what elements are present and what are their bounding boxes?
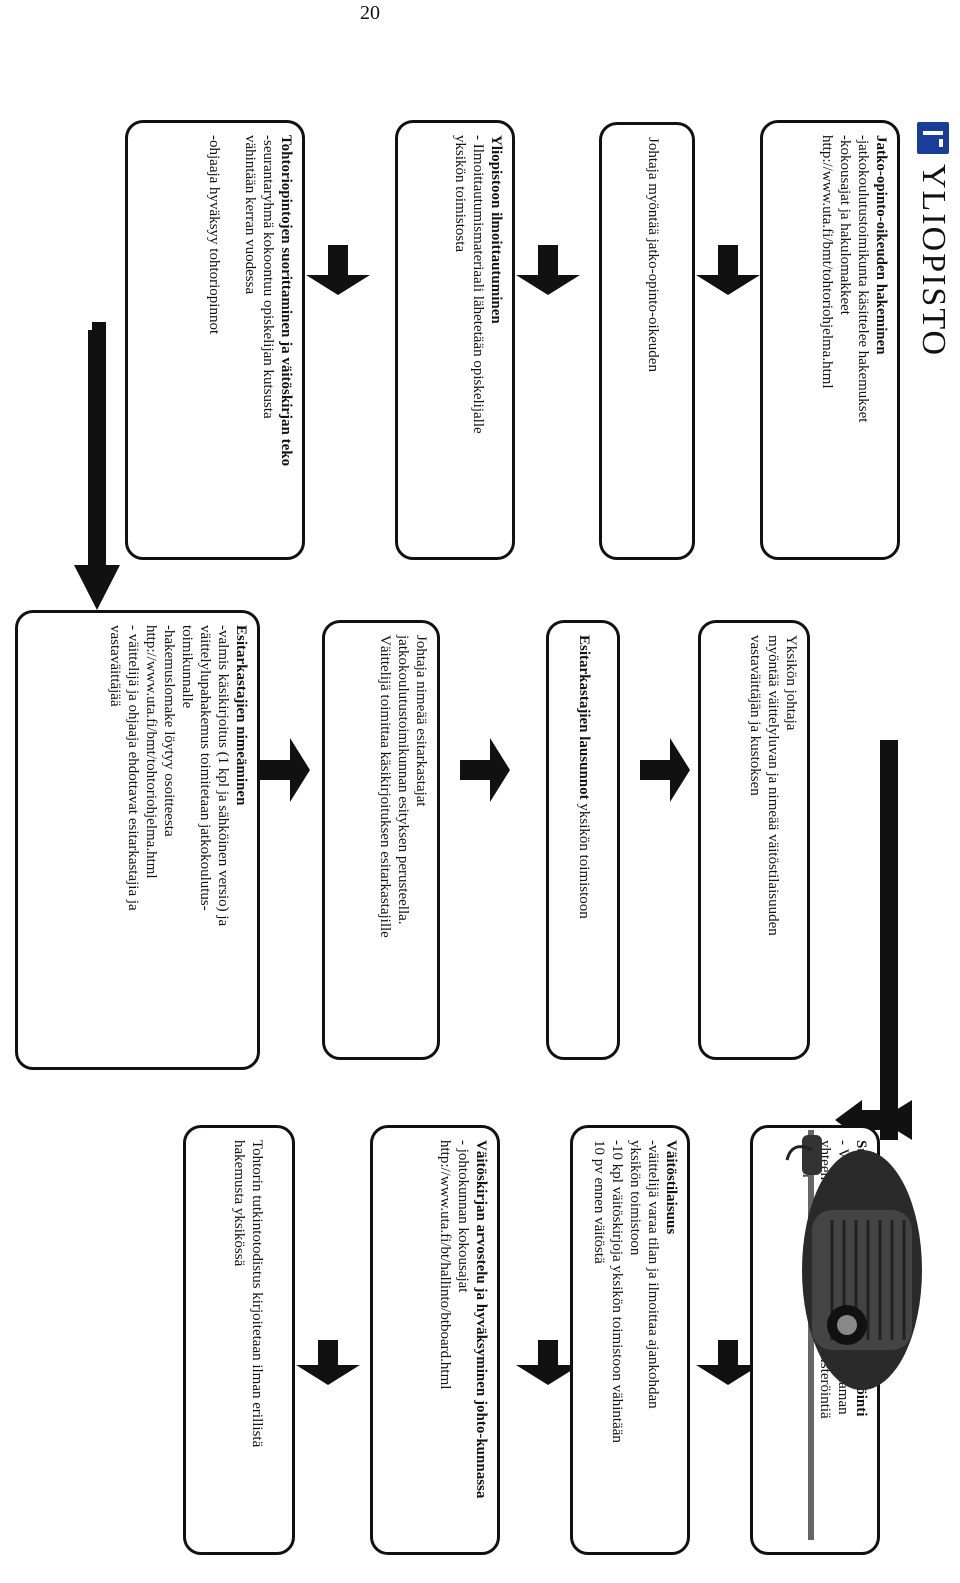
page-number: 20 bbox=[360, 2, 380, 24]
step-line: http://www.uta.fi/bmt/tohtoriohjelma.htm… bbox=[143, 625, 159, 879]
step-line: vähintään kerran vuodessa bbox=[242, 135, 258, 295]
step-line: -väittelijä varaa tilan ja ilmoittaa aja… bbox=[645, 1140, 661, 1409]
flow-step-pre-examiners-nomination: Esitarkastajien nimeäminen -valmis käsik… bbox=[15, 610, 260, 1070]
step-line: yksikön toimistosta bbox=[452, 135, 468, 253]
step-line: Tohtorin tutkintotodistus kirjoitetaan i… bbox=[249, 1140, 265, 1448]
step-line: -valmis käsikirjoitus (1 kpl ja sähköine… bbox=[215, 625, 231, 927]
arrow-9-10 bbox=[696, 1340, 760, 1385]
flow-step-pre-examiners-appointed: Johtaja nimeää esitarkastajat jatkokoulu… bbox=[322, 620, 440, 1060]
step-line: toimikunnalle bbox=[179, 625, 195, 709]
step-title: Esitarkastajien lausunnot bbox=[576, 635, 592, 800]
step-line: Väittelijä toimittaa käsikirjoituksen es… bbox=[377, 635, 393, 938]
flow-step-studies: Tohtoriopintojen suorittaminen ja väitös… bbox=[125, 120, 305, 560]
step-line bbox=[223, 135, 241, 545]
step-line: -ohjaaja hyväksyy tohtoriopinnot bbox=[206, 135, 222, 335]
step-title: Yliopistoon ilmoittautuminen bbox=[488, 135, 504, 324]
step-line: http://www.uta.fi/bt/hallinto/btboard.ht… bbox=[437, 1140, 453, 1390]
step-line: hakemusta yksikössä bbox=[231, 1140, 247, 1267]
step-line: -10 kpl väitöskirjoja yksikön toimistoon… bbox=[609, 1140, 625, 1443]
connector-1-2-b bbox=[88, 330, 106, 570]
flow-step-application: Jatko-opinto-oikeuden hakeminen -jatkoko… bbox=[760, 120, 900, 560]
step-line: Johtaja myöntää jatko-opinto-oikeuden bbox=[645, 137, 661, 372]
step-line: - väittelijä ja ohjaaja ehdottavat esita… bbox=[125, 625, 141, 911]
arrow-2-3 bbox=[516, 245, 580, 295]
arrow-10-11 bbox=[516, 1340, 580, 1385]
connector-2-3-a bbox=[880, 740, 898, 1140]
arrow-6-7 bbox=[460, 738, 510, 802]
arrow-11-12 bbox=[296, 1340, 360, 1385]
step-title: Väitöskirjan arvostelu ja hyväksyminen j… bbox=[473, 1140, 489, 1499]
step-line: 10 pv ennen väitöstä bbox=[591, 1140, 607, 1264]
step-line: yksikön toimistoon bbox=[627, 1140, 643, 1256]
flow-step-dissertation-evaluation: Väitöskirjan arvostelu ja hyväksyminen j… bbox=[370, 1125, 500, 1555]
step-title: Väitöstilaisuus bbox=[663, 1140, 679, 1235]
doctoral-hat-and-sword-icon bbox=[785, 1130, 922, 1540]
step-line: myöntää väittelyluvan ja nimeää väitösti… bbox=[765, 635, 781, 936]
arrow-1-2 bbox=[696, 245, 760, 295]
step-line: Johtaja nimeää esitarkastajat bbox=[413, 635, 429, 807]
step-line: -jatkokoulutustoimikunta käsittelee hake… bbox=[855, 135, 871, 423]
step-line: - johtokunnan kokousajat bbox=[455, 1140, 471, 1293]
arrow-7-8 bbox=[640, 738, 690, 802]
flow-step-grant: Johtaja myöntää jatko-opinto-oikeuden bbox=[599, 122, 695, 560]
step-line: jatkokoulutustoimikunnan esityksen perus… bbox=[395, 635, 411, 925]
arrow-5-6 bbox=[260, 738, 310, 802]
step-line: http://www.uta.fi/bmt/tohtoriohjelma.htm… bbox=[819, 135, 835, 389]
step-title: Tohtoriopintojen suorittaminen ja väitös… bbox=[278, 135, 294, 467]
arrow-3-4 bbox=[306, 245, 370, 295]
flow-step-permission-to-defend: Yksikön johtaja myöntää väittelyluvan ja… bbox=[698, 620, 810, 1060]
step-line: -kokousajat ja hakulomakkeet bbox=[837, 135, 853, 315]
step-line: väittelylupahakemus toimitetaan jatkokou… bbox=[197, 625, 213, 911]
step-line: Yksikön johtaja bbox=[783, 635, 799, 731]
connector-1-2-head bbox=[74, 565, 120, 610]
step-line: - Ilmoittautumismateriaali lähetetään op… bbox=[470, 135, 486, 434]
flow-step-public-defence: Väitöstilaisuus -väittelijä varaa tilan … bbox=[570, 1125, 690, 1555]
connector-2-3-b bbox=[858, 1110, 898, 1130]
step-title: Jatko-opinto-oikeuden hakeminen bbox=[873, 135, 889, 355]
step-line: Esitarkastajien lausunnot yksikön toimis… bbox=[575, 635, 593, 1045]
flow-step-pre-examiner-statements: Esitarkastajien lausunnot yksikön toimis… bbox=[546, 620, 620, 1060]
step-title: Esitarkastajien nimeäminen bbox=[233, 625, 249, 806]
step-line: yksikön toimistoon bbox=[576, 803, 592, 919]
step-line: -hakemuslomake löytyy osoitteesta bbox=[161, 625, 177, 837]
flow-step-registration: Yliopistoon ilmoittautuminen - Ilmoittau… bbox=[395, 120, 515, 560]
step-line: -seurantaryhmä kokoontuu opiskelijan kut… bbox=[260, 135, 276, 419]
step-line: vastaväittäjän ja kustoksen bbox=[747, 635, 763, 796]
step-line: vastaväittäjää bbox=[107, 625, 123, 707]
flow-step-degree-certificate: Tohtorin tutkintotodistus kirjoitetaan i… bbox=[183, 1125, 295, 1555]
